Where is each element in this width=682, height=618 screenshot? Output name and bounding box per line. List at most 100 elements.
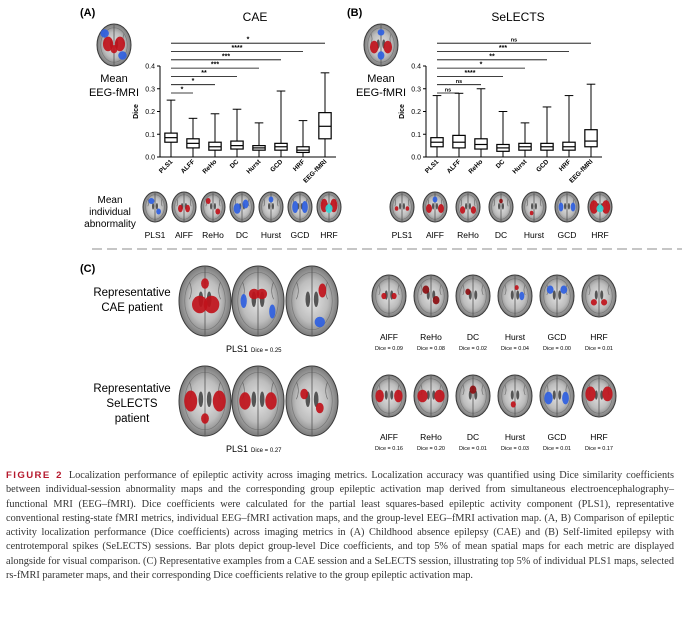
y-axis-label: Dice (133, 104, 140, 119)
brain-ventricle (399, 202, 402, 210)
activation-blob (529, 210, 534, 216)
brain-ventricle (552, 390, 556, 400)
activation-blob (156, 208, 162, 215)
y-tick-label: 0.1 (411, 132, 421, 139)
activation-blob (102, 36, 114, 52)
significance-label: * (480, 62, 483, 69)
brain-ventricle (432, 202, 435, 210)
significance-label: * (192, 78, 195, 85)
caption-text: Localization performance of epileptic ac… (6, 470, 674, 582)
brain-sulcus (460, 198, 462, 207)
metric-dice: Dice = 0.16 (375, 446, 403, 452)
activation-blob (470, 206, 477, 214)
brain-sulcus (189, 281, 192, 300)
activation-blob (292, 201, 299, 213)
abnormality-brain-selects (389, 191, 415, 223)
brain-ventricle (516, 290, 520, 300)
abnormality-label-selects: GCD (558, 230, 577, 240)
metric-name: GCD (548, 332, 567, 342)
brain-sulcus (378, 284, 381, 296)
activation-blob (314, 316, 325, 328)
abnormality-brain-selects (488, 191, 514, 223)
activation-blob (248, 288, 260, 300)
brain-ventricle (313, 291, 319, 307)
abnormality-label-1: Mean (97, 195, 122, 206)
abnormality-label-cae: GCD (291, 230, 310, 240)
activation-blob (256, 288, 268, 300)
brain-sulcus (462, 384, 465, 396)
x-tick-label: Hurst (245, 158, 263, 176)
abnormality-brain-cae (287, 191, 313, 223)
activation-blob (110, 45, 118, 54)
pls1-brain-slice (285, 365, 339, 437)
panel-b-title: SeLECTS (491, 10, 544, 24)
abnormality-brain-cae (316, 191, 342, 223)
abnormality-brain-selects (422, 191, 448, 223)
brain-sulcus (439, 284, 442, 296)
activation-blob (585, 386, 596, 402)
activation-blob (601, 200, 611, 214)
patient-title: CAE patient (101, 302, 163, 314)
significance-label: *** (211, 62, 219, 69)
activation-blob (590, 299, 597, 306)
x-tick-label: HRF (558, 158, 572, 172)
activation-blob (417, 389, 428, 403)
metric-name: ReHo (420, 332, 442, 342)
abnormality-brain-cae (229, 191, 255, 223)
brain-ventricle (435, 202, 439, 210)
y-tick-label: 0.0 (411, 155, 421, 162)
activation-blob (201, 278, 209, 289)
significance-label: *** (222, 53, 230, 60)
brain-ventricle (305, 291, 311, 307)
metric-dice: Dice = 0.03 (501, 446, 529, 452)
y-tick-label: 0.3 (411, 86, 421, 93)
metric-brain-slice (413, 374, 449, 418)
significance-label: ** (489, 53, 495, 60)
x-tick-label: EEG-fMRI (302, 158, 328, 184)
brain-ventricle (426, 390, 430, 400)
x-tick-label: PLS1 (158, 158, 175, 175)
activation-blob (325, 204, 333, 213)
activation-blob (318, 283, 327, 298)
activation-blob (268, 196, 274, 203)
brain-ventricle (210, 202, 213, 210)
activation-blob (375, 389, 384, 403)
metric-name: AlFF (380, 332, 398, 342)
metric-dice: Dice = 0.01 (459, 446, 487, 452)
x-tick-label: GCD (535, 158, 550, 173)
metric-name: AlFF (380, 432, 398, 442)
x-tick-label: DC (495, 158, 507, 170)
activation-blob (465, 288, 471, 295)
significance-label: * (181, 87, 184, 94)
activation-blob (377, 29, 385, 36)
brain-sulcus (493, 198, 495, 207)
activation-blob (300, 388, 309, 400)
brain-sulcus (397, 284, 400, 296)
brain-ventricle (510, 390, 514, 400)
significance-label: ns (511, 38, 517, 44)
brain-sulcus (504, 384, 507, 396)
pls1-dice: Dice = 0.25 (251, 348, 282, 354)
brain-ventricle (198, 391, 204, 407)
metric-dice: Dice = 0.04 (501, 346, 529, 352)
pls1-brain-slice (231, 365, 285, 437)
brain-ventricle (206, 391, 212, 407)
abnormality-label-selects: ReHo (457, 230, 479, 240)
abnormality-label-cae: Hurst (261, 230, 282, 240)
metric-dice: Dice = 0.00 (543, 346, 571, 352)
activation-blob (426, 204, 432, 213)
brain-sulcus (523, 284, 526, 296)
pls1-brain-slice (178, 265, 232, 337)
abnormality-label-cae: DC (236, 230, 248, 240)
figure-canvas: (A) CAE Mean EEG-fMRI 0.00.10.20.30.4Dic… (80, 7, 682, 454)
activation-blob (391, 292, 397, 300)
brain-sulcus (176, 198, 178, 207)
brain-sulcus (161, 198, 163, 207)
activation-blob (469, 385, 477, 394)
x-tick-label: ALFF (180, 158, 197, 175)
panel-a-label: (A) (80, 7, 96, 19)
brain-sulcus (481, 284, 484, 296)
brain-ventricle (402, 202, 406, 210)
